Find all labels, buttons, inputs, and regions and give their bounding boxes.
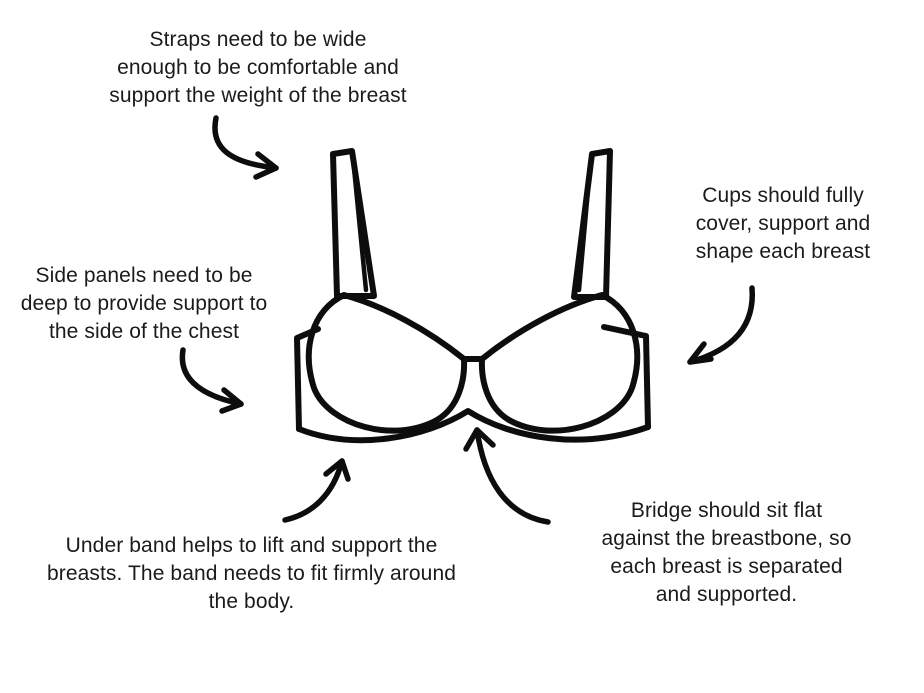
annotation-line: breasts. The band needs to fit firmly ar… — [46, 562, 457, 585]
annotation-line: deep to provide support to — [20, 292, 268, 315]
right-side-panel — [601, 324, 651, 430]
annotation-line: enough to be comfortable and — [117, 56, 399, 79]
side-panels-arrow-icon — [179, 347, 244, 414]
annotation-line: Cups should fully — [702, 184, 864, 207]
annotation-line: cover, support and — [695, 212, 871, 235]
bridge-annotation: Bridge should sit flat against the breas… — [583, 497, 870, 609]
bridge-arrow-icon — [463, 427, 551, 525]
annotation-line: Side panels need to be — [35, 264, 253, 287]
straps-arrow-icon — [212, 115, 279, 180]
left-strap — [330, 148, 377, 299]
annotation-line: Straps need to be wide — [149, 28, 367, 51]
side-panels-annotation: Side panels need to be deep to provide s… — [4, 262, 284, 346]
left-cup — [305, 292, 468, 434]
annotation-line: each breast is separated — [610, 555, 843, 578]
annotation-line: Under band helps to lift and support the — [65, 534, 438, 557]
annotation-line: against the breastbone, so — [601, 527, 852, 550]
under-band-arrow-icon — [282, 458, 351, 523]
annotation-line: the body. — [208, 590, 295, 613]
right-strap — [571, 148, 613, 300]
annotation-line: shape each breast — [695, 240, 871, 263]
straps-annotation: Straps need to be wide enough to be comf… — [78, 26, 438, 110]
annotation-line: and supported. — [655, 583, 798, 606]
cups-arrow-icon — [687, 285, 755, 365]
under-band-annotation: Under band helps to lift and support the… — [28, 532, 475, 616]
right-cup — [478, 292, 641, 434]
annotation-line: the side of the chest — [48, 320, 240, 343]
cups-annotation: Cups should fully cover, support and sha… — [663, 182, 903, 266]
annotation-line: support the weight of the breast — [109, 84, 407, 107]
under-band — [296, 408, 651, 444]
annotation-line: Bridge should sit flat — [630, 499, 823, 522]
bra-illustration — [294, 148, 651, 444]
